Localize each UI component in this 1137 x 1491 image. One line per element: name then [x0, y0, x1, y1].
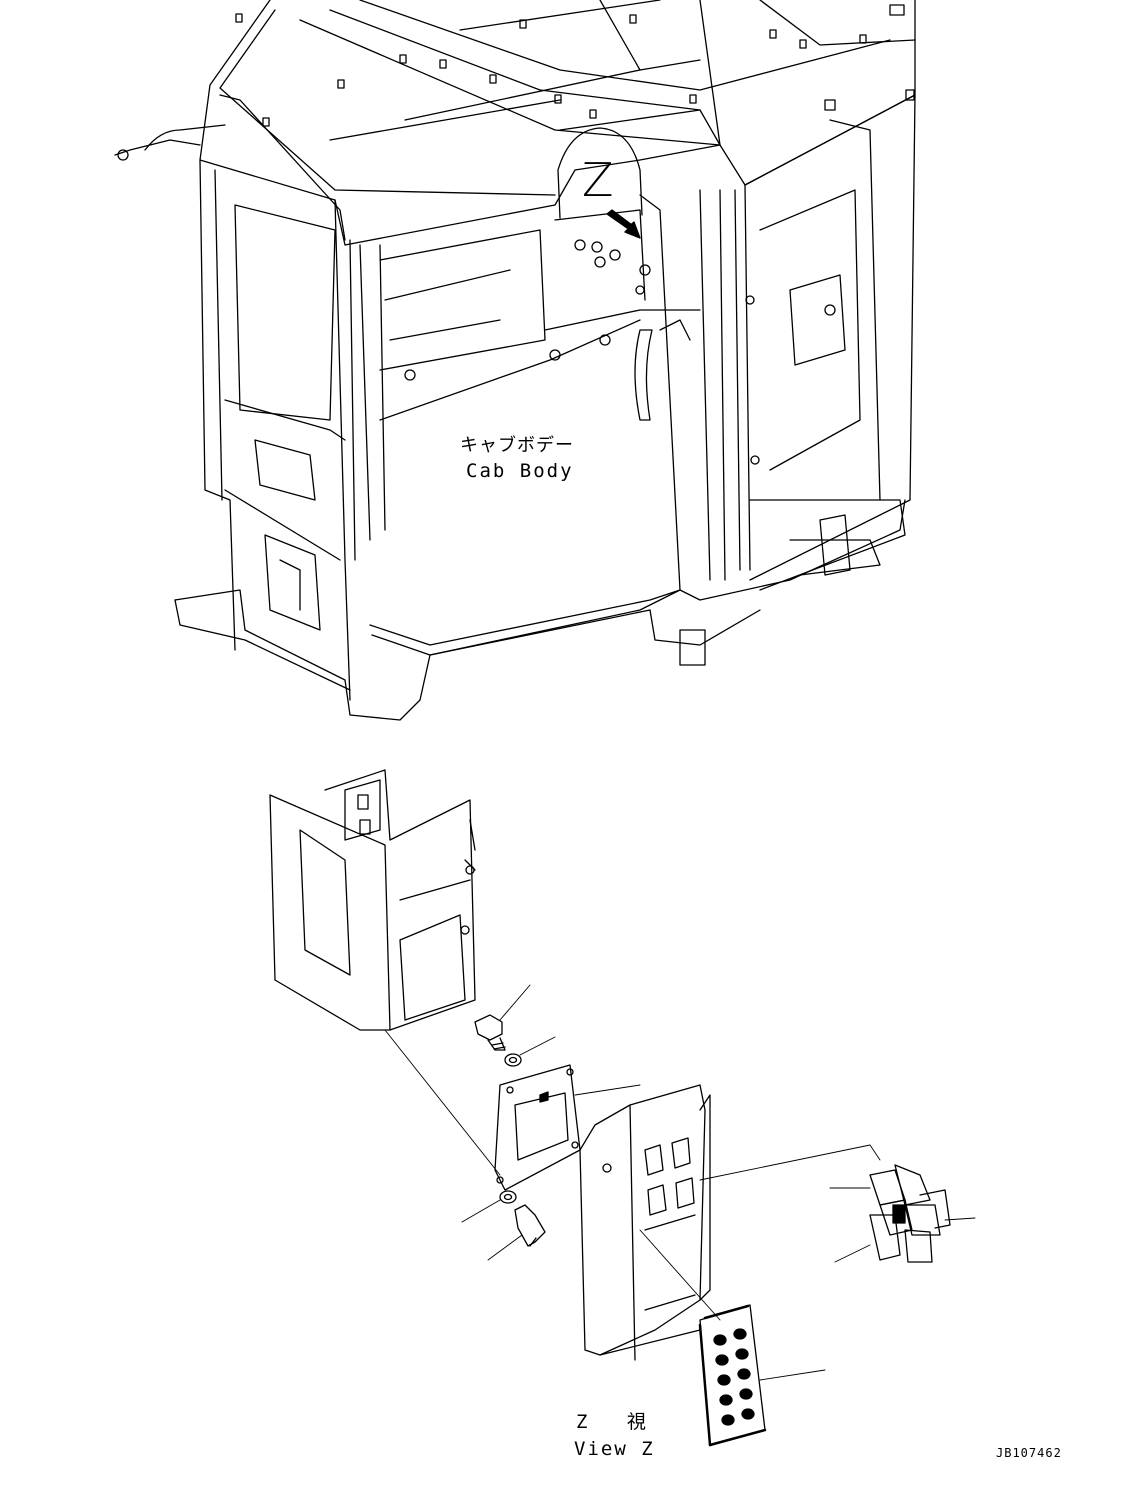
z-callout-bubble [557, 127, 643, 219]
bolt-upper [474, 984, 531, 1051]
cab-body-label-japanese: キャブボデー [460, 435, 574, 456]
switch-mounting-bracket [579, 1084, 881, 1361]
mounting-panel [269, 794, 391, 1031]
frame-bolts [404, 239, 836, 465]
view-z-exploded [269, 769, 976, 1447]
cover-plate [494, 1064, 641, 1191]
roof-studs [235, 4, 915, 127]
view-z-marker: Z [582, 153, 614, 207]
bolt-lower [487, 1204, 546, 1261]
switch-grid-panel [698, 1304, 826, 1447]
cab-body-frame [114, 0, 916, 721]
view-z-label-japanese: Z 視 [576, 1411, 660, 1433]
view-z-label-english: View Z [574, 1438, 655, 1460]
cab-body-label-english: Cab Body [466, 460, 574, 482]
washer-upper [504, 1036, 556, 1067]
washer-lower [461, 1190, 517, 1223]
z-direction-arrow [606, 209, 641, 239]
drawing-code: JB107462 [996, 1446, 1062, 1460]
switch-cluster [829, 1164, 976, 1263]
